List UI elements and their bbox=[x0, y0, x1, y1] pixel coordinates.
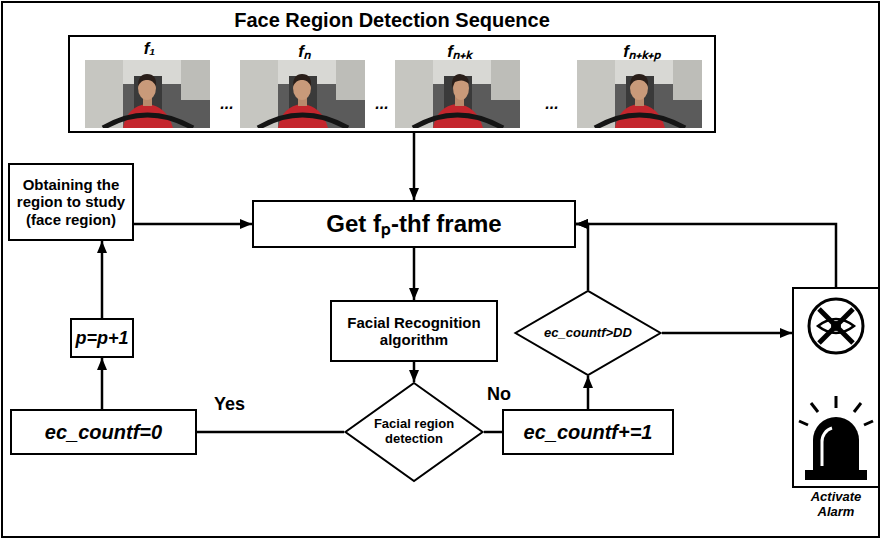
connector-arrow bbox=[197, 431, 344, 434]
connector-arrow bbox=[576, 224, 836, 287]
connector-arrow bbox=[413, 362, 416, 382]
process-box: Get fₚ-thf frame bbox=[252, 200, 576, 248]
node-text: p=p+1 bbox=[75, 328, 128, 349]
no-face-icon bbox=[809, 299, 863, 353]
diamond-shape bbox=[345, 383, 482, 481]
edge-label: No bbox=[485, 384, 513, 405]
node-text: Obtaining the region to study (face regi… bbox=[16, 176, 126, 228]
diamond-shape bbox=[515, 291, 660, 375]
frame-label: fₙ bbox=[298, 39, 311, 62]
video-frame-photo bbox=[85, 60, 210, 128]
process-box: Facial Recognition algorithm bbox=[330, 300, 498, 362]
frame-label: f₁ bbox=[144, 39, 156, 59]
process-box: ec_countf+=1 bbox=[502, 409, 674, 455]
process-box: p=p+1 bbox=[70, 318, 134, 358]
video-frame-photo bbox=[240, 60, 365, 128]
connector-arrow bbox=[101, 241, 104, 318]
diagram-title: Face Region Detection Sequence bbox=[234, 8, 550, 32]
siren-icon bbox=[799, 396, 873, 480]
connector-arrow bbox=[134, 223, 252, 226]
connector-arrow bbox=[662, 332, 792, 335]
node-text: Get fₚ-thf frame bbox=[326, 210, 501, 238]
connector-arrow bbox=[576, 224, 588, 290]
node-text: ec_countf+=1 bbox=[524, 421, 653, 444]
edge-label: Yes bbox=[212, 394, 247, 415]
video-frame-photo bbox=[577, 60, 702, 128]
frame-label: fₙ₊ₖ₊ₚ bbox=[623, 39, 661, 62]
video-frame-photo bbox=[395, 60, 520, 128]
ellipsis-mark: ... bbox=[375, 95, 388, 113]
decision-diamond: Facial region detection bbox=[344, 382, 484, 482]
connector-arrow bbox=[484, 431, 502, 434]
node-text: Activate Alarm bbox=[801, 490, 871, 520]
connector-arrow bbox=[413, 248, 416, 300]
decision-diamond: ec_countf>DD bbox=[514, 290, 662, 376]
connector-arrow bbox=[413, 133, 416, 200]
connector-arrow bbox=[587, 376, 590, 409]
frame-label: fₙ₊ₖ bbox=[447, 39, 472, 62]
process-box: Obtaining the region to study (face regi… bbox=[8, 163, 134, 241]
connector-arrow bbox=[101, 358, 104, 409]
ellipsis-mark: ... bbox=[220, 95, 233, 113]
node-text: ec_countf>DD bbox=[544, 326, 632, 341]
process-box: ec_countf=0 bbox=[10, 409, 197, 455]
node-text: Facial Recognition algorithm bbox=[338, 314, 490, 349]
frame-sequence-box: f₁... fₙ... fₙ₊ₖ... fₙ₊ₖ₊ₚ bbox=[68, 35, 716, 133]
ellipsis-mark: ... bbox=[545, 95, 558, 113]
node-text: Facial region detection bbox=[368, 417, 460, 447]
node-text: ec_countf=0 bbox=[45, 421, 162, 444]
alarm-box: Activate Alarm bbox=[792, 287, 880, 488]
